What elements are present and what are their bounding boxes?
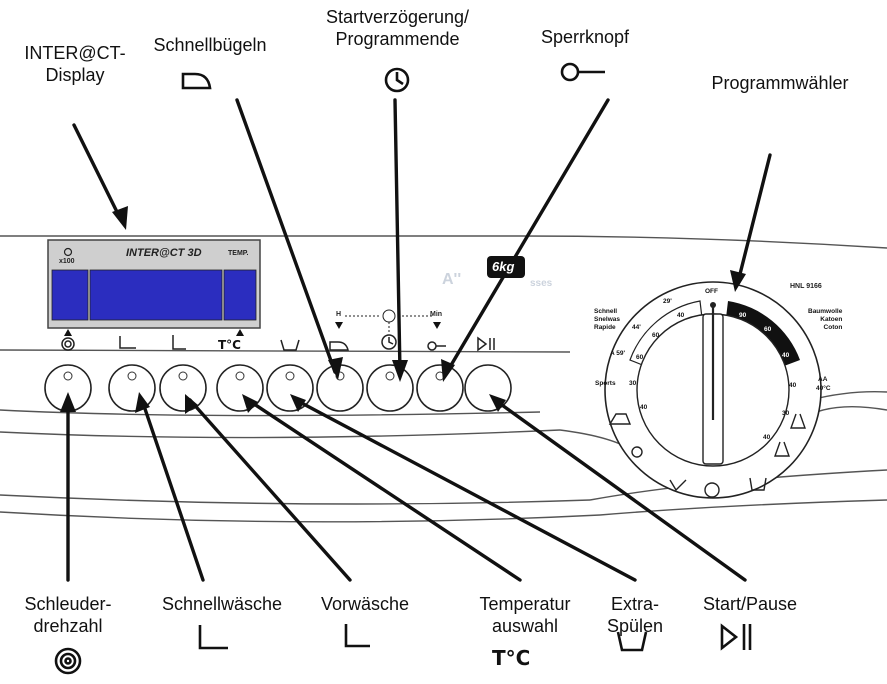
dial-mark-30a: 30 bbox=[629, 380, 637, 387]
display-marker-right bbox=[236, 329, 244, 336]
dial-right-group: Baumwolle Katoen Coton bbox=[808, 308, 842, 332]
prewash-icon bbox=[172, 335, 186, 350]
panel-icons bbox=[61, 334, 495, 352]
dial-left-group-1: Schnell bbox=[594, 308, 618, 315]
display-left-sublabel: x100 bbox=[59, 258, 75, 265]
dial-aa-temp: 40°C bbox=[816, 385, 831, 392]
dial-sports: Sports bbox=[595, 380, 616, 387]
brand-watermark-right: sses bbox=[530, 278, 553, 289]
label-extra-line2: Spülen bbox=[606, 616, 664, 636]
label-display-line1: INTER@CT- bbox=[24, 43, 126, 63]
capacity-badge: 6kg bbox=[492, 259, 515, 274]
prewash-button bbox=[159, 364, 207, 412]
extra-rinse-bottom-icon bbox=[616, 631, 648, 652]
brand-watermark: A'' bbox=[442, 271, 461, 288]
dial-mark-60a: 60 bbox=[652, 332, 660, 339]
label-startverz-line2: Programmende bbox=[335, 29, 460, 49]
dial-right-group-3: Coton bbox=[823, 324, 843, 331]
label-schleuder-line2: drehzahl bbox=[33, 616, 103, 636]
label-startpause: Start/Pause bbox=[702, 594, 798, 614]
label-schleuderdrehzahl: Schleuder- drehzahl bbox=[8, 593, 128, 637]
label-programmwaehler: Programmwähler bbox=[711, 73, 849, 93]
dial-left-group-2: Snelwas bbox=[594, 316, 621, 323]
label-sperrknopf: Sperrknopf bbox=[540, 27, 630, 47]
quick-wash-bottom-icon bbox=[198, 625, 228, 650]
display-screen-left bbox=[51, 269, 89, 321]
timer-marker-h bbox=[335, 322, 343, 329]
dial-icons bbox=[608, 413, 806, 498]
prewash-bottom-icon bbox=[344, 624, 370, 648]
program-dial bbox=[604, 281, 822, 499]
label-temp-line1: Temperatur bbox=[479, 594, 571, 614]
display-screen-right bbox=[223, 269, 257, 321]
clock-icon bbox=[381, 334, 397, 350]
key-top-icon bbox=[560, 62, 580, 82]
iron-icon bbox=[329, 341, 349, 351]
label-display-line2: Display bbox=[45, 65, 105, 85]
dial-mark-40a: 40 bbox=[677, 312, 685, 319]
label-temperaturauswahl: Temperatur auswahl bbox=[465, 593, 585, 637]
capacity-badge-bg bbox=[487, 256, 525, 278]
lock-button bbox=[416, 364, 464, 412]
label-startverzoegerung: Startverzögerung/ Programmende bbox=[305, 6, 490, 50]
clock-top-icon bbox=[384, 67, 410, 93]
iron-top-icon bbox=[181, 72, 212, 90]
label-vorwaesche: Vorwäsche bbox=[320, 594, 410, 614]
dial-left-group-3: Rapide bbox=[594, 324, 616, 331]
label-temp-line2: auswahl bbox=[491, 616, 559, 636]
label-display: INTER@CT- Display bbox=[15, 42, 135, 86]
start-pause-button bbox=[464, 364, 512, 412]
label-extraspuelen: Extra- Spülen bbox=[590, 593, 680, 637]
label-schnellwaesche: Schnellwäsche bbox=[161, 594, 283, 614]
display-marker-left bbox=[64, 329, 72, 336]
temperature-panel-symbol: T°C bbox=[218, 338, 241, 352]
display-spin-icon bbox=[63, 247, 73, 257]
arrow-heads bbox=[60, 206, 746, 414]
start-pause-bottom-icon bbox=[720, 623, 739, 651]
dial-aa: AA bbox=[818, 376, 828, 383]
dial-right-group-1: Baumwolle bbox=[808, 308, 843, 315]
dial-off: OFF bbox=[705, 288, 718, 295]
dial-mark-60c: 60 bbox=[764, 326, 772, 333]
display-right-label: TEMP. bbox=[228, 250, 249, 257]
spin-icon bbox=[61, 337, 75, 351]
spin-speed-icon bbox=[54, 647, 82, 675]
dial-mark-a59: A 59' bbox=[610, 350, 626, 357]
start-pause-icon bbox=[477, 336, 488, 352]
dial-mark-90: 90 bbox=[739, 312, 747, 319]
timer-min-label: Min bbox=[430, 311, 443, 318]
label-startverz-line1: Startverzögerung/ bbox=[325, 7, 470, 27]
timer-marker-min bbox=[433, 322, 441, 329]
dial-mark-29: 29' bbox=[663, 298, 672, 305]
label-extra-line1: Extra- bbox=[610, 594, 659, 614]
quick-wash-icon bbox=[119, 336, 136, 349]
dial-mark-30b: 30 bbox=[782, 410, 790, 417]
dial-mark-40d: 40 bbox=[789, 382, 797, 389]
display-screen-middle bbox=[89, 269, 223, 321]
extra-rinse-icon bbox=[280, 339, 300, 351]
dial-mark-40e: 40 bbox=[763, 434, 771, 441]
label-schleuder-line1: Schleuder- bbox=[24, 594, 112, 614]
dial-mark-40c: 40 bbox=[782, 352, 790, 359]
dial-mark-44: 44' bbox=[632, 324, 641, 331]
timer-h-label: H bbox=[336, 311, 342, 318]
dial-mark-40b: 40 bbox=[640, 404, 648, 411]
model-number: HNL 9166 bbox=[790, 283, 822, 290]
display-title: INTER@CT 3D bbox=[126, 247, 202, 259]
temperature-bottom-symbol: T°C bbox=[492, 646, 531, 670]
bottom-symbols bbox=[54, 62, 752, 675]
label-schnellbuegeln: Schnellbügeln bbox=[153, 35, 267, 55]
key-icon bbox=[427, 341, 437, 351]
dial-left-group: Schnell Snelwas Rapide bbox=[594, 308, 620, 332]
dial-mark-60b: 60 bbox=[636, 354, 644, 361]
dial-right-group-2: Katoen bbox=[820, 316, 843, 323]
timer-bracket bbox=[345, 309, 432, 334]
pointer-arrows bbox=[66, 98, 772, 582]
